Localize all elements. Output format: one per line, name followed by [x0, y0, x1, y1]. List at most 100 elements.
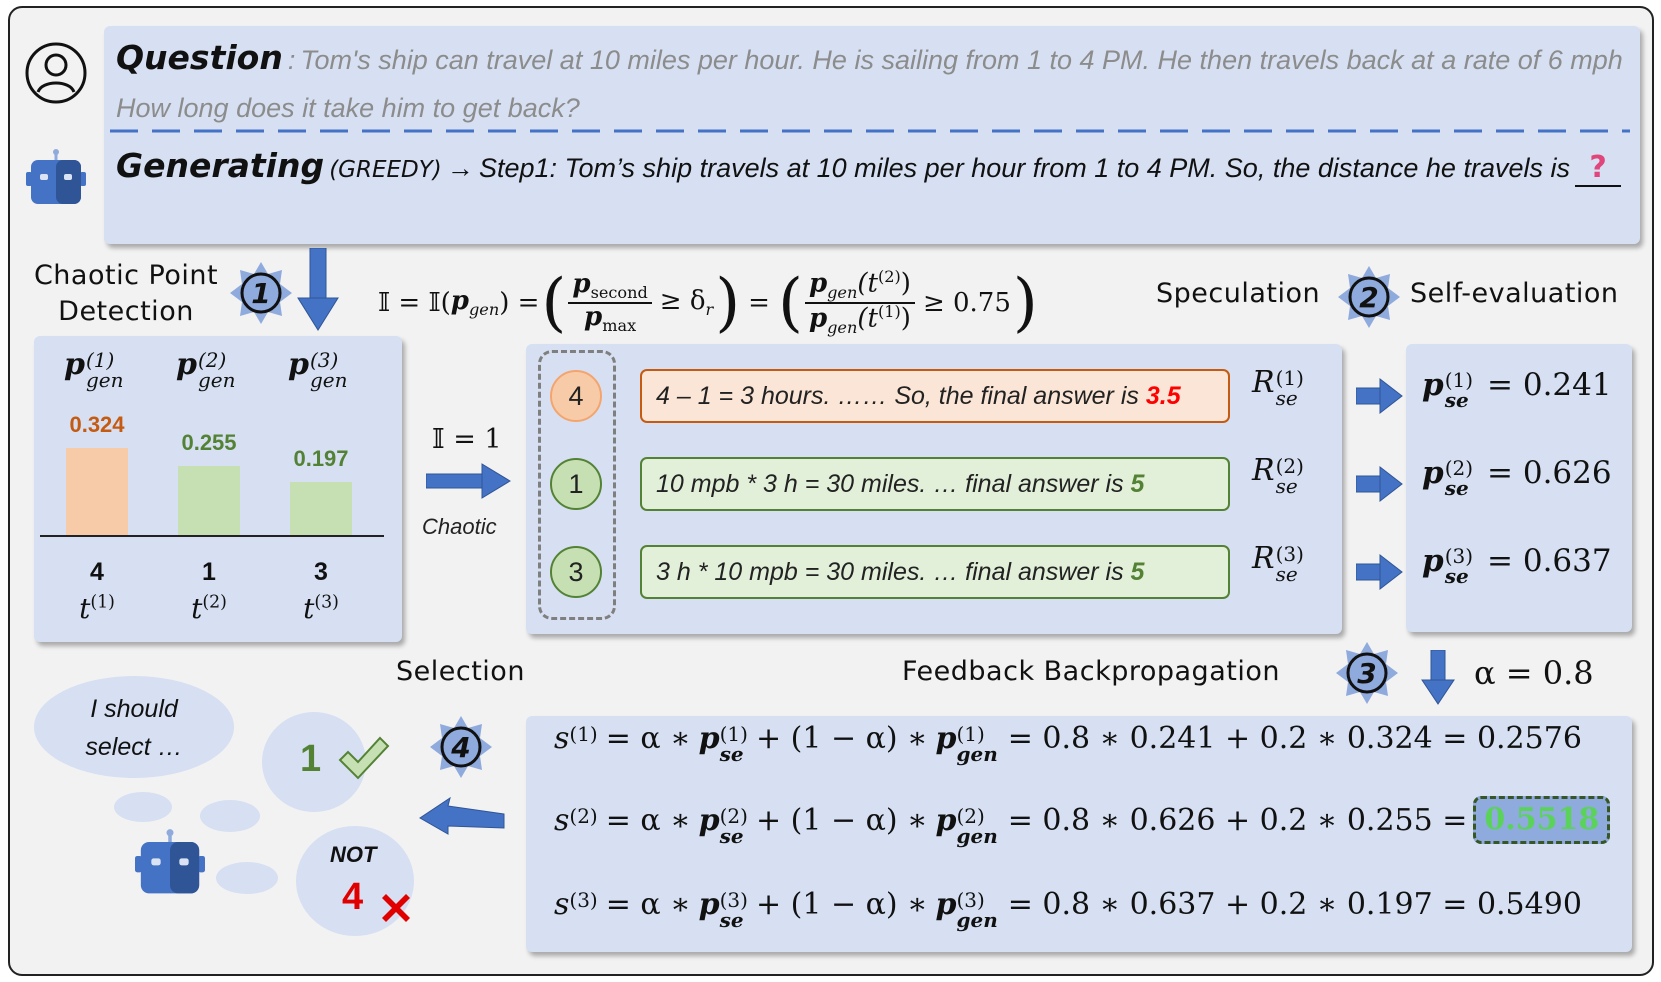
thought-dot — [114, 792, 172, 822]
robot-icon — [135, 829, 205, 894]
reward-symbol: R(1)se — [1252, 365, 1304, 410]
cross-icon — [382, 894, 410, 922]
prob-bar — [66, 447, 128, 535]
step-2-badge: 2 — [1338, 266, 1400, 328]
right-arrow-icon — [1356, 377, 1403, 415]
threshold: ≥ 0.75 — [922, 288, 1011, 318]
chaotic-point-title: Chaotic Point Detection — [20, 258, 232, 330]
pgen-symbol: pgen — [450, 286, 500, 320]
rejected-bubble — [296, 826, 414, 936]
prob-label: 0.197 — [293, 445, 349, 471]
pse-value: p(1)se= 0.241 — [1422, 367, 1612, 412]
question-block: Question : Tom's ship can travel at 10 m… — [116, 36, 1636, 134]
question-colon: : — [287, 45, 296, 75]
speculation-answer: 3.5 — [1145, 381, 1181, 410]
indicator-close: ) = — [499, 288, 540, 318]
fraction-t2-t1: pgen(t(2)) pgen(t(1)) — [804, 268, 915, 337]
speculation-text: 4 – 1 = 3 hours. …… So, the final answer… — [656, 381, 1146, 410]
indicator-lhs: 𝕀 = 𝕀( — [378, 288, 451, 318]
paren-right-1: ) — [715, 266, 741, 340]
ge-delta: ≥ δr — [659, 286, 714, 320]
generating-block: Generating (GREEDY) → Step1: Tom’s ship … — [116, 144, 1636, 194]
fraction-second-max: psecond pmax — [568, 270, 652, 335]
right-arrow-icon — [1356, 553, 1403, 591]
speculation-token: 3 — [550, 546, 602, 598]
pgen-header: p(1)gen — [64, 347, 124, 392]
candidate-token-group — [538, 350, 616, 620]
unknown-question-mark: ? — [1575, 151, 1622, 187]
down-arrow-icon — [297, 248, 339, 331]
check-icon — [338, 736, 390, 780]
chaotic-title-line2: Detection — [58, 296, 194, 327]
thought-line1: I should — [90, 695, 178, 723]
speculation-path: 10 mpb * 3 h = 30 miles. … final answer … — [640, 457, 1230, 511]
selection-label: Selection — [396, 656, 525, 687]
question-text: Tom's ship can travel at 10 miles per ho… — [116, 45, 1623, 123]
question-panel — [104, 26, 1640, 244]
chosen-token: 1 — [300, 738, 322, 780]
robot-icon — [26, 149, 86, 204]
feedback-label: Feedback Backpropagation — [902, 656, 1280, 687]
feedback-panel — [526, 716, 1632, 952]
thought-dot — [216, 862, 278, 894]
bar-baseline — [40, 535, 384, 537]
indicator-equals-one: 𝕀 = 1 — [432, 424, 502, 455]
score-equation: s(2)= α ∗p(2)se+ (1 − α) ∗p(2)gen= 0.8 ∗… — [554, 796, 1611, 846]
token-position: t(3) — [303, 592, 339, 625]
speculation-path: 4 – 1 = 3 hours. …… So, the final answer… — [640, 369, 1230, 423]
speculation-text: 3 h * 10 mpb = 30 miles. … final answer … — [656, 557, 1131, 586]
paren-left-2: ( — [777, 266, 803, 340]
token-position: t(1) — [79, 592, 115, 625]
step-3-badge: 3 — [1336, 642, 1398, 704]
speculation-text: 10 mpb * 3 h = 30 miles. … final answer … — [656, 469, 1131, 498]
speculation-token: 4 — [550, 370, 602, 422]
paren-right-2: ) — [1012, 266, 1038, 340]
user-icon — [25, 42, 87, 104]
rejected-token: 4 — [342, 876, 364, 918]
question-label: Question — [116, 38, 283, 77]
step-1-number: 1 — [251, 277, 270, 310]
generating-mode: (GREEDY) — [329, 157, 442, 183]
paren-left-1: ( — [541, 266, 567, 340]
reward-symbol: R(2)se — [1252, 453, 1304, 498]
step-4-badge: 4 — [430, 716, 492, 778]
thought-line2: select … — [85, 733, 183, 761]
candidate-token: 3 — [314, 558, 328, 586]
chaotic-label: Chaotic — [422, 514, 497, 539]
step-4-number: 4 — [450, 731, 470, 764]
question-divider — [110, 129, 1630, 133]
right-arrow-icon — [1356, 465, 1403, 503]
candidate-token: 4 — [90, 558, 104, 586]
right-arrow-icon — [426, 463, 511, 499]
speculation-path: 3 h * 10 mpb = 30 miles. … final answer … — [640, 545, 1230, 599]
equals-sign: = — [748, 288, 770, 318]
token-position: t(2) — [191, 592, 227, 625]
candidate-token: 1 — [202, 558, 216, 586]
prob-label: 0.324 — [69, 411, 125, 437]
score-equation: s(3)= α ∗p(3)se+ (1 − α) ∗p(3)gen= 0.8 ∗… — [554, 887, 1582, 932]
speculation-answer: 5 — [1130, 469, 1145, 498]
left-arrow-icon — [419, 796, 505, 835]
score-equation: s(1)= α ∗p(1)se+ (1 − α) ∗p(1)gen= 0.8 ∗… — [554, 721, 1582, 766]
best-score: 0.5518 — [1473, 796, 1611, 844]
step-3-number: 3 — [1357, 657, 1376, 690]
step-2-number: 2 — [1359, 281, 1378, 314]
prob-bar — [290, 481, 352, 535]
alpha-value: α = 0.8 — [1474, 654, 1594, 692]
chaotic-title-line1: Chaotic Point — [33, 260, 219, 291]
pgen-header: p(3)gen — [288, 347, 348, 392]
generating-text: Step1: Tom’s ship travels at 10 miles pe… — [478, 153, 1570, 183]
pse-value: p(3)se= 0.637 — [1422, 543, 1612, 588]
prob-label: 0.255 — [181, 430, 237, 456]
speculation-label: Speculation — [1156, 278, 1321, 309]
generating-arrow: → — [446, 153, 474, 183]
indicator-formula: 𝕀 = 𝕀( pgen ) = ( psecond pmax ≥ δr ) = … — [378, 264, 1040, 342]
thought-text: I should select … — [34, 690, 234, 766]
thought-bubble — [34, 676, 234, 778]
speculation-token: 1 — [550, 458, 602, 510]
pse-value: p(2)se= 0.626 — [1422, 455, 1612, 500]
self-eval-panel — [1406, 344, 1632, 632]
thought-dot — [200, 800, 260, 832]
pgen-header: p(2)gen — [176, 347, 236, 392]
reward-symbol: R(3)se — [1252, 541, 1304, 586]
